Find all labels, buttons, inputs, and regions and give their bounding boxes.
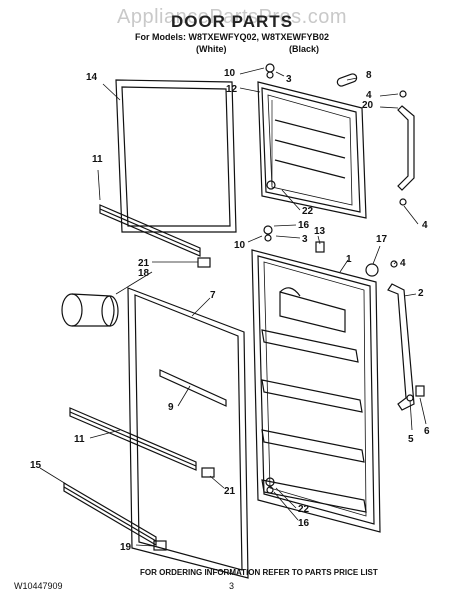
models-line: For Models: W8TXEWFYQ02, W8TXEWFYB02 (134, 32, 330, 42)
door-shelf-15 (63, 481, 157, 547)
callout: 4 (366, 90, 372, 101)
callout: 6 (424, 426, 430, 437)
shelf-retainer-top-21 (197, 257, 211, 268)
page-number: 3 (229, 581, 235, 591)
callout: 16 (298, 220, 310, 231)
freezer-door-assembly (257, 81, 367, 219)
end-cap-19 (153, 540, 167, 551)
freezer-handle (397, 105, 415, 191)
shelf-retainer-21-lower (201, 467, 215, 478)
dairy-compartment-cover (61, 293, 119, 327)
door-shelf-11-lower (69, 407, 197, 471)
watermark: AppliancePartsPros.com (117, 6, 347, 28)
callout: 17 (376, 234, 388, 245)
callout: 14 (86, 72, 98, 83)
hinge-cap-part-8 (336, 73, 358, 87)
bracket-part-13 (315, 241, 325, 253)
callout: 22 (302, 206, 314, 217)
callout: 4 (422, 220, 428, 231)
callout: 7 (210, 290, 216, 301)
leader-lines (39, 67, 427, 547)
callout: 21 (224, 486, 236, 497)
hinge-screws-bottom (263, 225, 398, 494)
callout: 13 (314, 226, 326, 237)
callout: 10 (224, 68, 236, 79)
fresh-food-door-assembly (251, 249, 381, 533)
callout: 11 (92, 154, 103, 165)
callout: 3 (302, 234, 308, 245)
callout: 21 (138, 258, 150, 269)
callout: 22 (298, 504, 310, 515)
color-white-label: (White) (196, 44, 227, 54)
callout: 4 (400, 258, 406, 269)
callout: 16 (298, 518, 310, 529)
callout: 2 (418, 288, 424, 299)
fresh-food-door-gasket (127, 287, 249, 579)
callout: 20 (362, 100, 374, 111)
callout: 12 (226, 84, 238, 95)
callout: 15 (30, 460, 42, 471)
callout: 9 (168, 402, 174, 413)
freezer-door-gasket (115, 79, 237, 233)
callout-numbers: 10 3 8 12 4 20 14 11 22 16 4 10 3 13 17 … (30, 68, 430, 553)
color-black-label: (Black) (289, 44, 320, 54)
callout: 5 (408, 434, 414, 445)
callout: 10 (234, 240, 246, 251)
stop-part-6 (415, 385, 425, 397)
callout: 8 (366, 70, 372, 81)
hinge-part-17 (365, 263, 379, 277)
hinge-screws-top (265, 63, 407, 206)
door-shelf-9 (159, 369, 227, 407)
callout: 1 (346, 254, 352, 265)
document-number: W10447909 (14, 581, 63, 591)
callout: 18 (138, 268, 150, 279)
page-title: DOOR PARTS (170, 12, 294, 31)
freezer-door-shelf (99, 204, 201, 257)
callout: 19 (120, 542, 132, 553)
fresh-food-handle (387, 283, 415, 411)
callout: 11 (74, 434, 85, 445)
ordering-note: FOR ORDERING INFORMATION REFER TO PARTS … (140, 568, 378, 577)
callout: 3 (286, 74, 292, 85)
